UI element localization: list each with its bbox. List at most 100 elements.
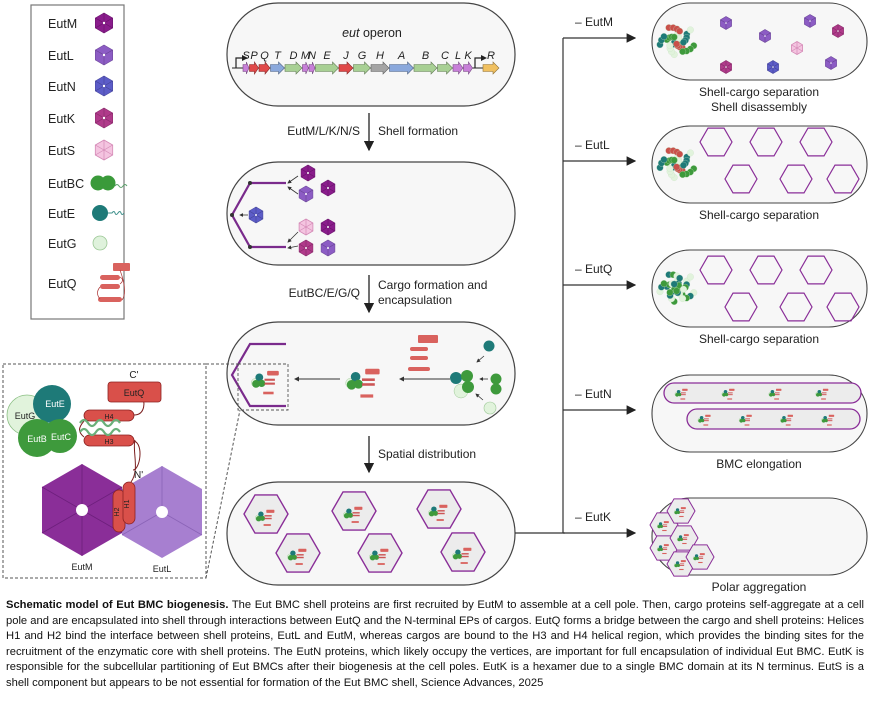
- gene-R-label: R: [487, 50, 495, 62]
- elongated-bmc: [686, 408, 861, 430]
- shell-protein-eutm: [320, 179, 336, 197]
- eutg-icon: [92, 235, 108, 251]
- legend-label: EutG: [48, 237, 77, 251]
- mutant-branches: – EutM– EutL– EutQ– EutN– EutK: [515, 15, 637, 538]
- legend-label: EutN: [48, 80, 76, 94]
- inset-n-terminus: N': [134, 470, 143, 481]
- inset-h3-label: H3: [105, 439, 114, 446]
- legend-item-eute: EutE: [48, 205, 125, 221]
- aggregated-cargo: [656, 521, 669, 532]
- eutm-hexamer-icon: [95, 12, 113, 34]
- free-eutc: [490, 383, 502, 395]
- gene-Q-arrow: [258, 61, 271, 75]
- legend-item-eutq: EutQ: [48, 263, 130, 302]
- mutant-label-3: – EutQ: [575, 262, 612, 276]
- step-2-right-line2: encapsulation: [378, 293, 452, 307]
- free-shell-eutn: [767, 60, 779, 74]
- empty-shell: [749, 127, 783, 157]
- shell-protein-eutn: [248, 206, 264, 224]
- cell-outline: [651, 125, 868, 204]
- promoter-flag-icon: [242, 55, 248, 61]
- inset-h1-label: H1: [124, 499, 131, 508]
- free-eutq: [418, 335, 438, 343]
- legend-label: EutL: [48, 49, 74, 63]
- elongated-cargo: [821, 414, 835, 426]
- promoter-icon: [235, 57, 242, 68]
- legend-item-eutbc: EutBC: [48, 175, 128, 191]
- elongated-cargo: [768, 388, 782, 400]
- free-eutq-h1: [408, 367, 430, 371]
- legend-label: EutS: [48, 144, 75, 158]
- assembly-arrow: [475, 393, 484, 401]
- bmc-particle: [416, 489, 462, 529]
- free-eutg: [483, 401, 497, 415]
- step-spatial-distribution: Spatial distribution: [363, 436, 476, 474]
- elongated-cargo: [674, 388, 688, 400]
- cell-outline: [651, 249, 868, 328]
- free-shell-eutl: [804, 14, 816, 28]
- operon-title: eut operon: [342, 26, 402, 40]
- free-eutq-h4: [410, 347, 428, 351]
- empty-shell: [799, 255, 833, 285]
- step-2-left: EutBC/E/G/Q: [289, 286, 360, 300]
- gene-S-arrow: [242, 61, 250, 75]
- inset-eutc: [43, 419, 77, 453]
- empty-shell: [779, 292, 813, 322]
- elongated-bmc: [663, 382, 862, 404]
- eutk-hexamer-icon: [95, 107, 113, 129]
- inset-eutb-label: EutB: [27, 434, 47, 444]
- gene-D-label: D: [290, 50, 298, 62]
- empty-shell: [799, 127, 833, 157]
- empty-shell: [826, 292, 860, 322]
- aggregated-bmc: [685, 544, 715, 570]
- gene-T-arrow: [270, 61, 285, 75]
- aggregated-cargo: [673, 560, 686, 571]
- legend-item-eutl: EutL: [48, 44, 113, 66]
- elongated-cargo: [738, 414, 752, 426]
- caption-title: Schematic model of Eut BMC biogenesis.: [6, 599, 229, 611]
- gene-P-label: P: [250, 50, 258, 62]
- gene-G-arrow: [353, 61, 371, 75]
- empty-shell: [779, 164, 813, 194]
- mutant-cell-5: Polar aggregation: [649, 497, 868, 594]
- mutant-result: BMC elongation: [716, 457, 801, 471]
- gene-B-label: B: [422, 50, 429, 62]
- gene-J-arrow: [338, 61, 354, 75]
- gene-H-arrow: [370, 61, 390, 75]
- step-cargo-formation: EutBC/E/G/Q Cargo formation and encapsul…: [289, 275, 487, 314]
- empty-shell: [749, 255, 783, 285]
- elongated-cargo: [780, 414, 793, 426]
- promoter-r-flag-icon: [481, 55, 487, 61]
- eutn-hexamer-icon: [95, 75, 113, 97]
- promoter-r-icon: [474, 57, 481, 68]
- gene-C-arrow: [437, 61, 453, 75]
- free-shell-eutk: [720, 60, 732, 74]
- gene-E-arrow: [315, 61, 339, 75]
- mutant-result: Shell-cargo separation: [699, 332, 819, 346]
- step-1-left: EutM/L/K/N/S: [287, 124, 360, 138]
- caption-body: The Eut BMC shell proteins are first rec…: [6, 599, 864, 689]
- figure-caption: Schematic model of Eut BMC biogenesis. T…: [6, 598, 864, 692]
- aggregated-cargo: [673, 507, 686, 518]
- shell-protein-eutm: [300, 164, 316, 182]
- inset-h4-label: H4: [105, 414, 114, 421]
- gene-T-label: T: [274, 50, 282, 62]
- elongated-cargo: [697, 414, 711, 426]
- free-eute: [483, 340, 495, 352]
- elongated-cargo: [815, 388, 829, 400]
- inset-eutl-label: EutL: [153, 564, 172, 574]
- bmc-cargo: [287, 548, 307, 565]
- legend-item-eutm: EutM: [48, 12, 113, 34]
- gene-N-arrow: [308, 61, 316, 75]
- gene-A-arrow: [389, 61, 414, 75]
- legend-label: EutK: [48, 112, 76, 126]
- shell-protein-eutk: [298, 239, 314, 257]
- legend: EutM EutL EutN EutK EutS EutBC EutE EutG EutQ: [30, 4, 130, 320]
- mutant-cell-3: Shell-cargo separation: [651, 249, 868, 346]
- cargo-complex: [345, 368, 380, 398]
- mutant-result: Shell-cargo separation: [699, 208, 819, 222]
- gene-R-arrow: [482, 61, 500, 75]
- assembly-arrow: [476, 355, 485, 363]
- mutant-result: Shell-cargo separation: [699, 85, 819, 99]
